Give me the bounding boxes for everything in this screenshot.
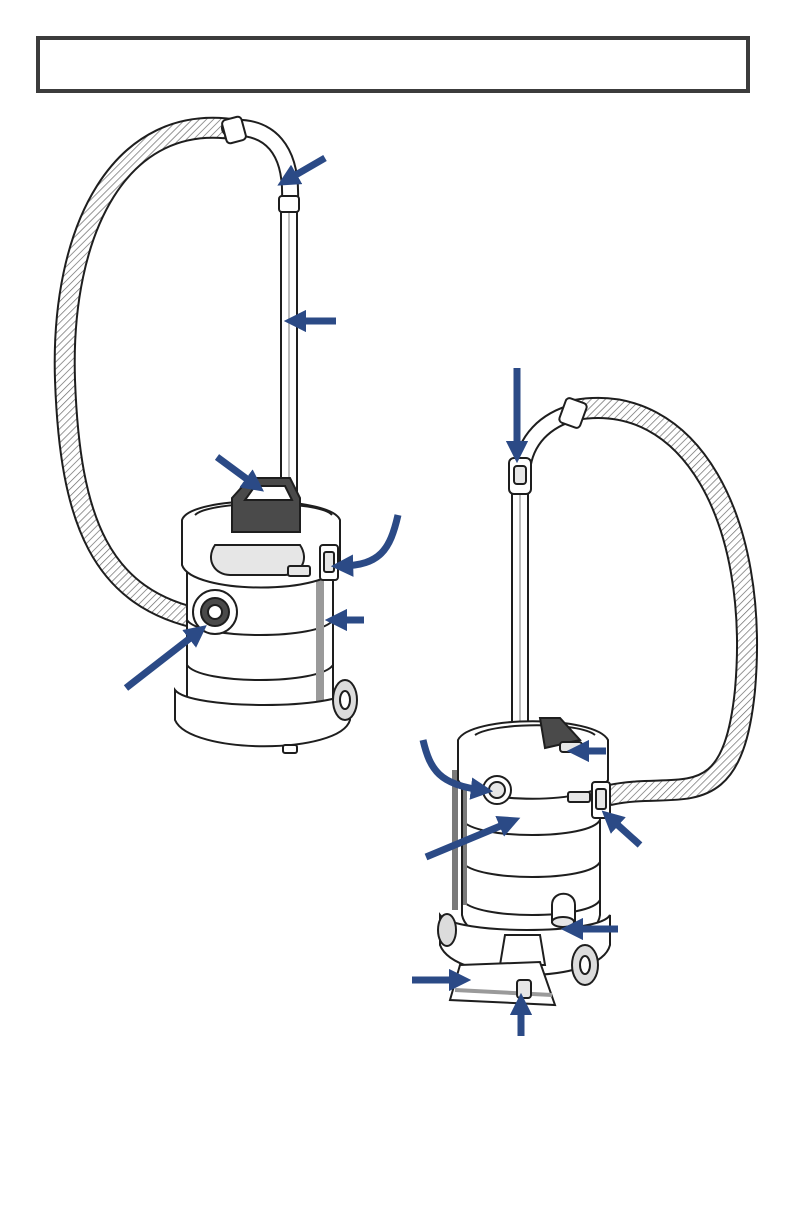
vacuum-front-view <box>65 116 357 753</box>
callout-arrow-carry-handle <box>217 457 255 485</box>
blower-port-right <box>483 776 511 804</box>
hose-inlet-left <box>193 590 237 634</box>
hose-handle-left <box>221 116 290 200</box>
side-hook-left <box>320 545 338 580</box>
vacuum-rear-view <box>438 397 747 1005</box>
drain-plug-right <box>552 894 575 927</box>
carry-handle-left <box>232 478 300 532</box>
side-hook-right <box>592 782 610 818</box>
extension-wand-left <box>279 196 299 498</box>
callout-arrow-hose-hook <box>610 818 640 845</box>
callout-arrow-side-hook <box>342 515 398 566</box>
hose-handle-right <box>522 397 588 470</box>
